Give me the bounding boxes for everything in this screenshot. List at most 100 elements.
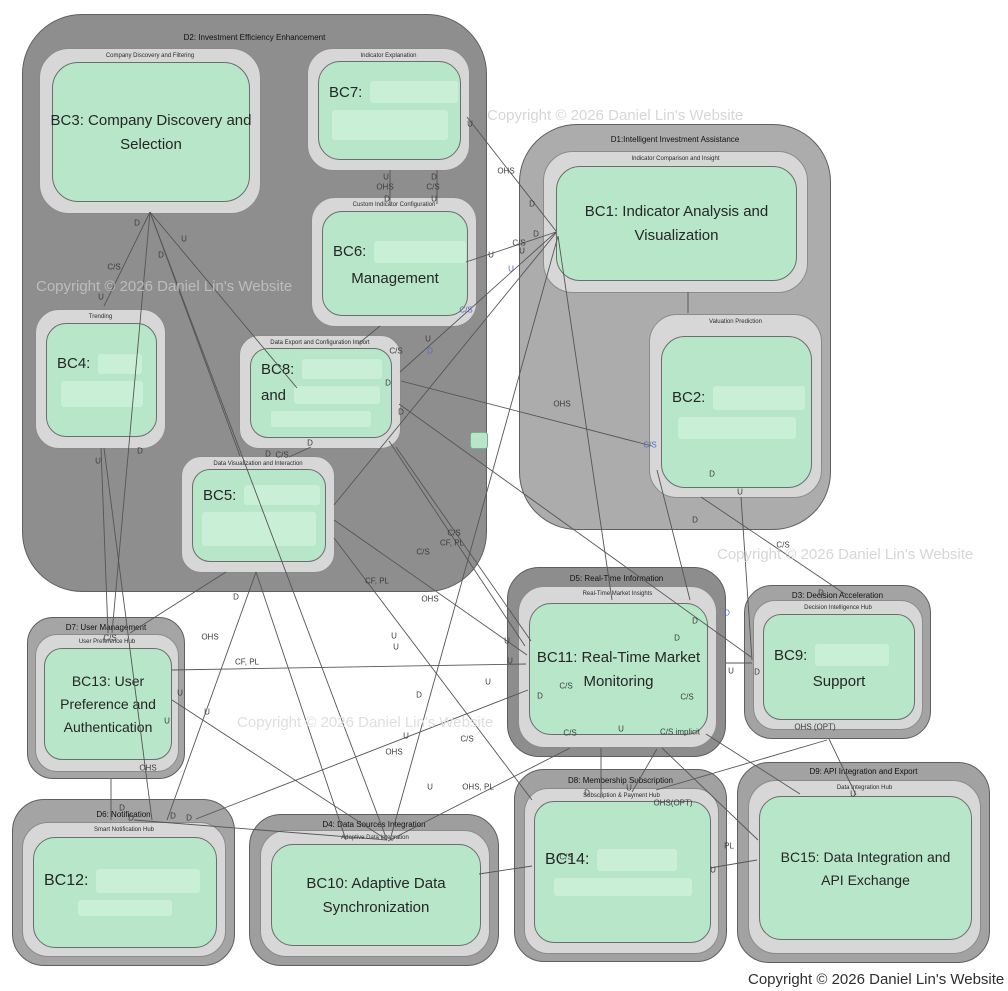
bounded-context-box: BC12: (33, 837, 217, 948)
bc-label-text: Management (351, 269, 439, 287)
bc-label-text: BC4: (57, 355, 91, 372)
domain-label-d4: D4: Data Sources Integration (322, 820, 426, 829)
hub-label-smart-notification-hub: Smart Notification Hub (93, 827, 155, 833)
hub-label-indicator-explanation: Indicator Explanation (360, 53, 417, 59)
domain-label-d1: D1:Intelligent Investment Assistance (610, 135, 740, 144)
bc-text-line: BC8: (261, 359, 383, 379)
bc-text-line: BC14: (545, 848, 700, 871)
relationship-role-label: U (393, 642, 399, 652)
relationship-role-label: U (504, 636, 510, 646)
relationship-role-label: U (488, 250, 494, 260)
relationship-role-label: D (119, 803, 125, 813)
bc-label-text: BC14: (545, 850, 590, 868)
relationship-role-label: C/S (426, 182, 440, 192)
redacted-text-block (78, 900, 172, 916)
bc-label-text: BC3: Company Discovery and (50, 111, 252, 129)
relationship-role-label: U (425, 334, 431, 344)
redacted-text-block (553, 877, 692, 896)
domain-label-d5: D5: Real-Time Information (569, 574, 664, 583)
bc-text-line (672, 416, 801, 439)
bc-label-text: BC7: (329, 83, 363, 101)
relationship-role-label: D (416, 690, 422, 700)
redacted-text-block (96, 869, 201, 893)
relationship-role-label: OHS (553, 399, 571, 409)
watermark: Copyright © 2026 Daniel Lin's Website (36, 278, 293, 295)
bc-text-line: Preference and (55, 696, 161, 712)
bc-label-text: Visualization (634, 227, 719, 244)
relationship-role-label: D (137, 446, 143, 456)
bc-text-line: BC13: User (55, 673, 161, 689)
bc-label-text: BC15: Data Integration and (780, 848, 951, 865)
relationship-role-label: C/S (643, 440, 657, 450)
relationship-role-label: U (164, 716, 170, 726)
bc-label-text: BC9: (774, 646, 808, 664)
relationship-line (171, 663, 527, 671)
bc-text-line: BC4: (57, 353, 146, 374)
relationship-role-label: U (391, 631, 397, 641)
relationship-role-label: D (724, 608, 730, 618)
relationship-role-label: D (427, 346, 433, 356)
bounded-context-box: BC9:Support (763, 614, 915, 720)
relationship-role-label: OHS (OPT) (794, 722, 836, 732)
relationship-role-label: U (98, 292, 104, 302)
bc-text-line: BC7: (329, 81, 459, 103)
redacted-text-block (374, 240, 467, 263)
relationship-role-label: D (128, 813, 134, 823)
domain-label-d2: D2: Investment Efficiency Enhancement (183, 33, 326, 42)
relationship-role-label: CF, PL (439, 538, 465, 548)
bounded-context-box: BC5: (192, 469, 326, 562)
relationship-role-label: U (181, 234, 187, 244)
bc-label-text: BC8: (261, 360, 295, 378)
bc-label-text: Authentication (63, 719, 153, 735)
redacted-text-block (815, 644, 890, 666)
relationship-role-label: U (519, 246, 525, 256)
relationship-role-label: OHS (421, 594, 439, 604)
relationship-role-label: U (850, 789, 856, 799)
domain-label-d9: D9: API Integration and Export (809, 767, 918, 776)
domain-label-d3: D3: Decision Acceleration (791, 591, 884, 600)
bc-label-text: BC2: (672, 389, 706, 406)
bounded-context-box: BC8: and (250, 348, 392, 438)
relationship-role-label: D (170, 811, 176, 821)
redacted-text-block (331, 110, 448, 140)
hub-label-real-time-market-insights: Real-Time Market Insights (582, 591, 653, 597)
bc-label-text: Selection (120, 135, 182, 153)
relationship-role-label: OHS (385, 747, 403, 757)
relationship-role-label: U (710, 865, 716, 875)
relationship-role-label: D (186, 813, 192, 823)
relationship-line (195, 689, 529, 820)
relationship-role-label: PL (724, 841, 734, 851)
bc-label-text: BC12: (44, 872, 89, 889)
relationship-role-label: D (385, 378, 391, 388)
bounded-context-box: BC2: (661, 336, 812, 488)
relationship-role-label: U (618, 724, 624, 734)
bc-text-line: Management (333, 270, 457, 287)
bc-text-line: BC2: (672, 385, 806, 410)
relationship-role-label: C/S (107, 262, 121, 272)
watermark: Copyright © 2026 Daniel Lin's Website (487, 107, 744, 124)
relationship-role-label: C/S (103, 633, 117, 643)
bc-text-line (329, 110, 450, 140)
hub-label-adaptive-data-integration: Adaptive Data Integration (341, 835, 409, 841)
hub-label-data-integration-hub: Data Integration Hub (836, 785, 893, 791)
redacted-text-block (202, 512, 316, 546)
relationship-role-label: C/S (559, 681, 573, 691)
relationship-role-label: C/S (416, 547, 430, 557)
bc-label-text: and (261, 386, 287, 404)
relationship-role-label: U (728, 666, 734, 676)
redacted-text-block (370, 81, 459, 103)
relationship-role-label: D (692, 616, 698, 626)
relationship-role-label: OHS, PL (462, 782, 494, 792)
domain-label-d7: D7: User Management (65, 623, 147, 632)
